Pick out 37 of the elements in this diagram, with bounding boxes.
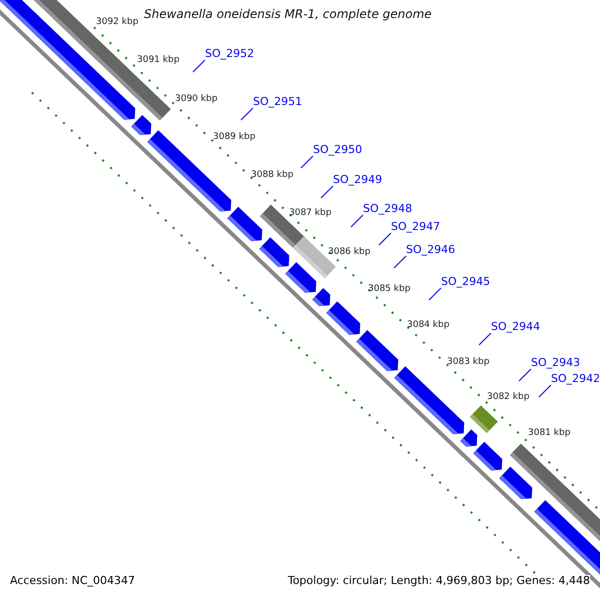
position-label: 3091 kbp — [137, 54, 180, 66]
title: Shewanella oneidensis MR-1, complete genome — [144, 8, 432, 20]
position-label: 3087 kbp — [289, 207, 332, 219]
leader-line — [300, 156, 314, 168]
leader-line — [478, 332, 492, 346]
gene-label: SO_2942 — [551, 373, 600, 385]
position-label: 3085 kbp — [368, 283, 410, 295]
position-label: 3092 kbp — [96, 16, 138, 28]
gene-label: SO_2951 — [253, 96, 302, 108]
gene-label: SO_2952 — [205, 48, 254, 60]
position-label: 3086 kbp — [328, 246, 370, 258]
gene-label: SO_2946 — [406, 244, 456, 256]
accession-label: Accession: NC_004347 — [10, 575, 136, 587]
position-label: 3081 kbp — [528, 427, 570, 439]
position-label: 3082 kbp — [487, 391, 530, 403]
gene-label: SO_2947 — [391, 221, 440, 233]
gene-label: SO_2945 — [441, 276, 490, 288]
position-label: 3090 kbp — [175, 93, 218, 105]
position-label: 3088 kbp — [251, 169, 294, 181]
position-label: 3083 kbp — [447, 356, 490, 368]
gene-label: SO_2943 — [531, 357, 580, 369]
leader-line — [350, 214, 364, 228]
leader-line — [240, 108, 254, 120]
position-label: 3089 kbp — [213, 131, 256, 143]
leader-line — [538, 384, 552, 398]
gene-label: SO_2948 — [363, 203, 412, 215]
gene-label: SO_2949 — [333, 174, 382, 186]
leader-line — [518, 368, 532, 382]
gene-label: SO_2944 — [491, 321, 540, 333]
leader-line — [378, 232, 392, 246]
gene-label: SO_2950 — [313, 144, 362, 156]
position-label: 3084 kbp — [407, 319, 450, 331]
leader-line — [394, 256, 406, 268]
leader-line — [428, 288, 442, 300]
leader-line — [192, 60, 206, 72]
leader-line — [320, 186, 334, 198]
genome-summary: Topology: circular; Length: 4,969,803 bp; Genes: 4,448 — [288, 575, 590, 587]
